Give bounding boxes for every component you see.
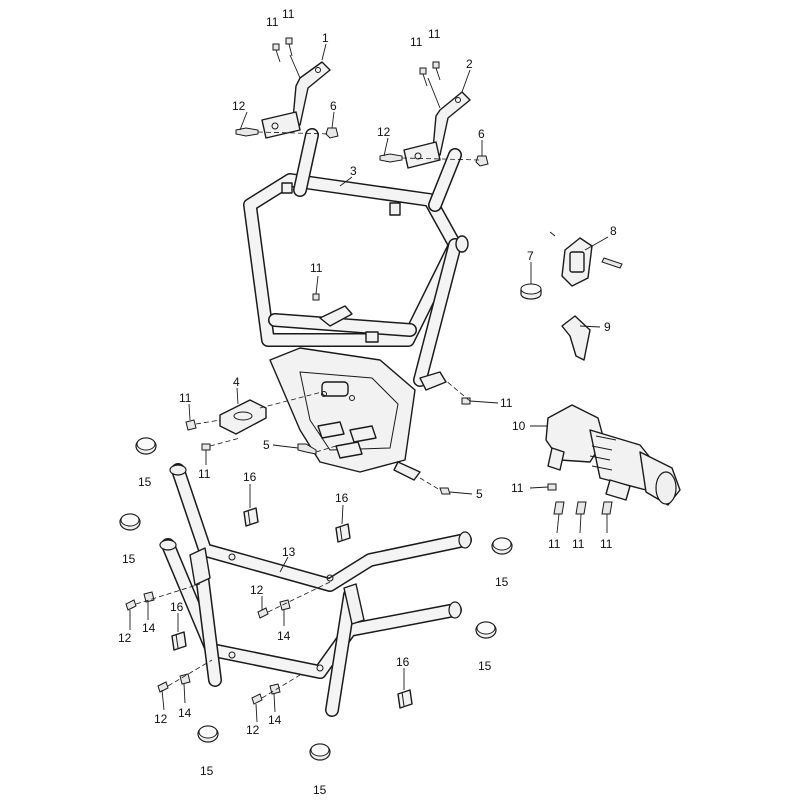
callout-14: 14 [277,629,291,643]
callout-15: 15 [495,575,509,589]
clamps [171,507,413,709]
bolt-11 [272,43,281,63]
bolt-12 [157,681,169,693]
winch-fairlead [219,399,267,435]
end-cap [135,437,157,455]
callout-15: 15 [478,659,492,673]
callout-11: 11 [179,391,192,405]
clamp [397,689,413,709]
bolt-11 [285,37,293,57]
callout-2: 2 [466,57,473,71]
winch-assembly [545,404,681,506]
callout-11: 11 [511,481,524,495]
clamp [335,523,351,543]
callout-5: 5 [263,438,270,452]
callout-11: 11 [410,35,423,49]
mount-bracket-left [261,54,331,139]
nut-14 [143,591,155,603]
bolt-12 [251,693,263,705]
callout-3: 3 [350,164,357,178]
callout-12: 12 [232,99,246,113]
callout-16: 16 [396,655,410,669]
callout-6: 6 [330,99,337,113]
end-cap [119,513,141,531]
bolt-11 [432,61,441,81]
callout-15: 15 [122,552,136,566]
bolt-11 [312,293,320,301]
callout-5: 5 [476,487,483,501]
callout-14: 14 [268,713,282,727]
callout-11: 11 [548,537,561,551]
callout-10: 10 [512,419,526,433]
nut-14 [279,599,291,611]
bolt-12 [379,153,403,163]
callout-8: 8 [610,224,617,238]
bolt-5 [439,487,451,495]
winch-switch-bracket [549,231,623,287]
bolt-11 [461,397,471,405]
nut-6 [325,127,339,139]
callout-11: 11 [198,467,211,481]
callout-4: 4 [233,375,240,389]
callout-11: 11 [266,15,279,29]
callout-11: 11 [500,396,513,410]
clamp [243,507,259,527]
bolt-12 [235,127,259,137]
bolt-5 [297,443,317,455]
bolt-11 [185,419,197,431]
callout-12: 12 [250,583,264,597]
bolt-11 [601,501,613,515]
winch-handle [561,315,591,361]
end-cap [309,743,331,761]
callout-12: 12 [118,631,132,645]
skid-plate [269,347,421,481]
callout-16: 16 [170,600,184,614]
callout-12: 12 [377,125,391,139]
end-cap [197,725,219,743]
callout-14: 14 [178,706,192,720]
callout-11: 11 [572,537,585,551]
callout-16: 16 [243,470,257,484]
callout-15: 15 [200,764,214,778]
assembly-lines [135,131,481,699]
clamp [171,631,187,651]
callout-15: 15 [313,783,327,797]
callout-9: 9 [604,320,611,334]
mount-bracket-right [403,77,471,169]
bolt-12 [257,607,269,619]
end-caps [119,437,513,761]
callout-12: 12 [246,723,260,737]
callout-11: 11 [428,27,441,41]
front-upper-frame [243,128,469,391]
callout-11: 11 [310,261,323,275]
front-bumper [159,463,472,717]
callout-1: 1 [322,31,329,45]
bolt-11 [553,501,565,515]
callout-15: 15 [138,475,152,489]
callout-11: 11 [600,537,613,551]
callout-7: 7 [527,249,534,263]
callout-16: 16 [335,491,349,505]
bolt-12 [125,599,137,611]
nut-6 [475,155,489,167]
callout-11: 11 [282,7,295,21]
end-cap [475,621,497,639]
bolt-11 [201,443,211,451]
callout-14: 14 [142,621,156,635]
callout-labels: 1 2 3 4 5 5 6 6 7 8 9 10 11 11 11 11 11 … [118,7,617,797]
bolt-11 [547,483,557,491]
rubber-washer [520,283,542,300]
nut-14 [179,673,191,685]
end-cap [491,537,513,555]
callout-13: 13 [282,545,296,559]
callout-6: 6 [478,127,485,141]
bolt-11 [419,67,428,87]
bolt-11 [575,501,587,515]
leader-lines [129,43,609,723]
callout-12: 12 [154,712,168,726]
